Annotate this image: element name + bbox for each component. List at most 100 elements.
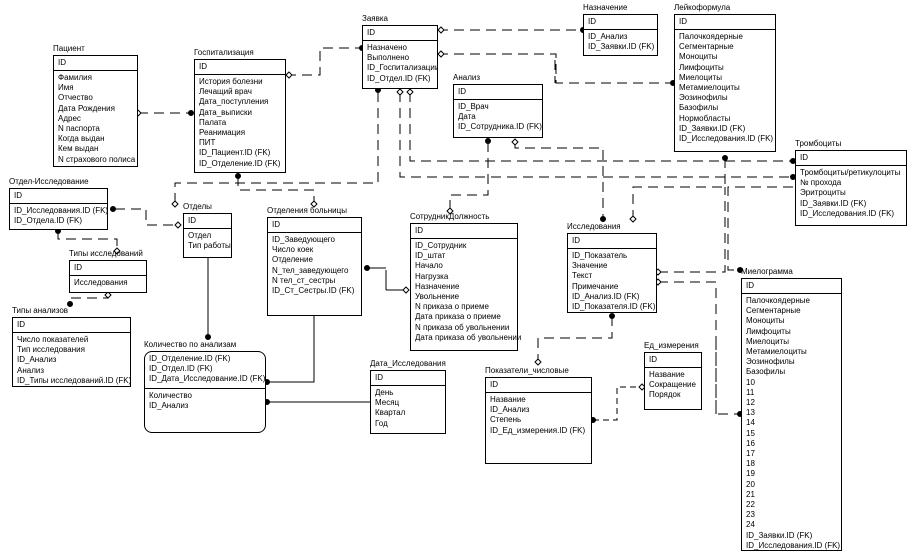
attribute: Тип работы [188,241,231,251]
attribute: ID_Ед_измерения.ID (FK) [490,425,586,435]
entity-title: Лейкоформула [674,3,731,12]
attribute: Отделение [272,255,313,265]
entity-title: Отделы [183,202,212,211]
entity-research[interactable]: Исследования ID ID_Показатель Значение Т… [567,222,657,313]
attribute: ID_Пациент.ID (FK) [199,148,271,158]
attribute: ПИТ [199,138,216,148]
entity-analysis-types[interactable]: Типы анализов ID Число показателей Тип и… [12,306,131,388]
entity-title: Типы исследований [69,249,143,258]
attribute: ID_Сотрудник [415,241,467,250]
entity-title: Пациент [53,44,85,53]
entity-count-by-analysis[interactable]: Количество по анализам ID_Отделение.ID (… [144,340,266,433]
attribute: Миелоциты [746,336,789,346]
attribute: ID_Анализ.ID (FK) [572,291,640,301]
entity-analysis[interactable]: Анализ ID ID_Врач Дата ID_Сотрудника.ID … [453,73,543,138]
entity-dept-research[interactable]: Отдел-Исследование ID ID_Исследования.ID… [9,177,108,230]
attribute: Порядок [649,390,681,400]
attribute: ID_Заявки.ID (FK) [746,530,813,540]
attribute: Метамиелоциты [746,347,807,357]
entity-attrs: Число показателей Тип исследования ID_Ан… [13,333,131,388]
entity-pk: ID [371,371,445,386]
rel-end-diamond [171,200,179,208]
attribute: Реанимация [199,128,246,138]
attribute: Эозинофилы [679,93,728,103]
attribute: Палочкоядерные [679,32,743,41]
entity-patient[interactable]: Пациент ID Фамилия Имя Отчество Дата Рож… [53,44,138,167]
attribute: Лимфоциты [746,326,791,336]
attribute: Эритроциты [800,188,846,198]
entity-research-date[interactable]: Дата_Исследования ID День Месяц Квартал … [370,359,446,434]
attribute: ID_Исследования.ID (FK) [679,134,774,144]
attribute: Дата Рождения [58,103,115,113]
attribute: Лимфоциты [679,62,724,72]
entity-title: Госпитализация [194,48,254,57]
rel-end-diamond [437,26,445,34]
attribute: Дата [458,112,476,122]
entity-title: Типы анализов [12,306,69,315]
entity-pk: ID [411,224,517,239]
entity-title: Отдел-Исследование [9,177,89,186]
attribute: Квартал [375,408,406,418]
entity-title: Назначение [583,3,628,12]
rel-end-diamond [104,291,112,299]
entity-attrs: ID_Врач Дата ID_Сотрудника.ID (FK) [454,100,542,135]
attribute: Сокращение [649,380,696,390]
attribute: ID_Сотрудника.ID (FK) [458,122,542,132]
entity-hospital-depts[interactable]: Отделения больницы ID ID_Заведующего Чис… [267,206,362,316]
entity-myelogram[interactable]: Миелограмма ID Палочкоядерные Сегментарн… [741,267,842,551]
rel-end-diamond [446,207,454,215]
attribute: Исследования [74,278,128,287]
entity-assignment[interactable]: Назначение ID ID_Анализ ID_Заявки.ID (FK… [583,3,658,56]
rel-request-platelets-1 [409,92,793,162]
attribute: ID_Ст_Сестры.ID (FK) [272,286,355,296]
attribute: ID_штат [415,251,446,261]
attribute: Базофилы [746,367,786,377]
entity-pk: ID [363,26,437,41]
attribute: N приказа об увольнении [415,322,510,332]
attribute: ID_Отдела.ID (FK) [14,216,83,226]
attribute: ID_Заявки.ID (FK) [588,42,655,52]
attribute: Когда выдан [58,134,105,144]
entity-research-types[interactable]: Типы исследований ID Исследования [69,249,147,293]
entity-pk: ID [742,279,841,294]
entity-units[interactable]: Ед_измерения ID Название Сокращение Поря… [644,341,702,410]
entity-attrs: ID_Анализ ID_Заявки.ID (FK) [584,30,657,54]
entity-hospitalization[interactable]: Госпитализация ID История болезни Лечащи… [194,48,286,173]
attribute: Увольнение [415,292,460,302]
attribute: Название [649,370,685,379]
entity-request[interactable]: Заявка ID Назначено Выполнено ID_Госпита… [362,14,438,89]
attribute: 15 [746,428,755,438]
attribute: 17 [746,449,755,459]
rel-end-filled [485,138,491,144]
rel-end-filled [722,155,728,161]
attribute: Адрес [58,113,81,123]
rel-end-diamond [396,88,404,96]
attribute: 11 [746,387,755,397]
entity-departments[interactable]: Отделы ID Отдел Тип работы [183,202,232,258]
attribute: N паспорта [58,124,100,134]
attribute: Лечащий врач [199,87,252,97]
attribute: ID_Отделение.ID (FK) [199,158,281,168]
attribute: Дата_поступления [199,97,269,107]
entity-pk: ID [645,353,701,368]
attribute: ID_Отдел.ID (FK) [367,73,431,83]
entity-pk: ID [568,234,656,249]
entity-platelets[interactable]: Тромбоциты ID Тромбоциты/ретикулоциты № … [795,139,907,226]
attribute: Моноциты [679,52,718,62]
attribute: Выполнено [367,53,410,63]
entity-leukoformula[interactable]: Лейкоформула ID Палочкоядерные Сегментар… [674,3,776,152]
rel-end-filled [609,313,615,319]
attribute: ID_Показатель [572,251,628,260]
entity-attrs: Название Сокращение Порядок [645,368,701,403]
attribute: 13 [746,408,755,418]
rel-end-filled [205,334,211,340]
attribute: Число показателей [17,335,89,344]
attribute: Текст [572,271,593,281]
entity-employee-position[interactable]: СотрудникДолжность ID ID_Сотрудник ID_шт… [410,212,521,351]
entity-title: Отделения больницы [267,206,347,215]
attribute: 14 [746,418,755,428]
attribute: Палочкоядерные [746,296,810,305]
entity-numeric-indicators[interactable]: Показатели_числовые ID Название ID_Анали… [485,366,592,464]
pk-attribute: ID_Дата_Исследование.ID (FK) [149,374,266,384]
attribute: Количество [149,390,192,400]
